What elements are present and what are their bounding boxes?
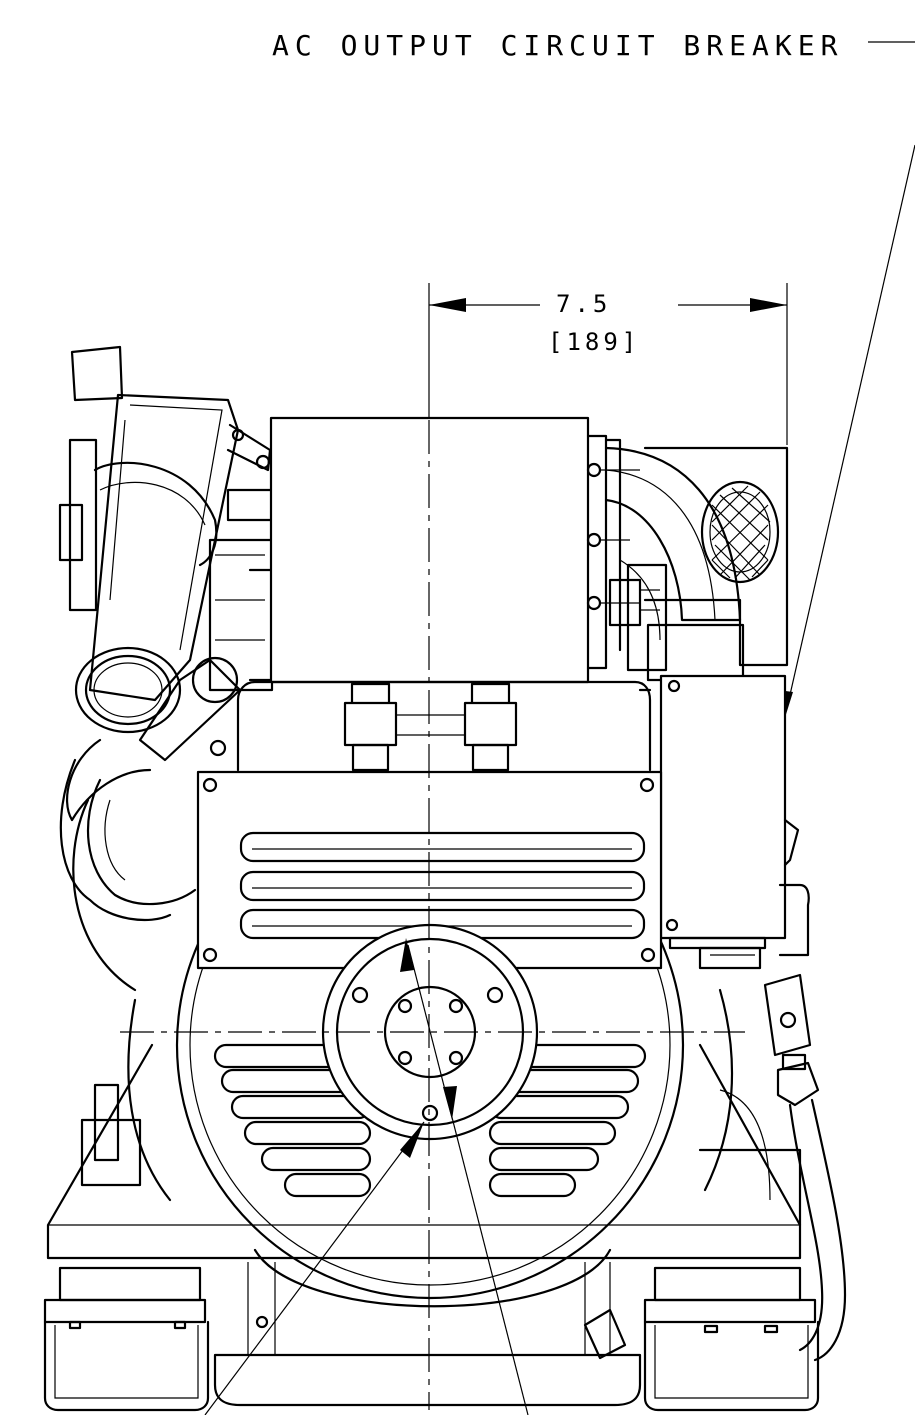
dimension-arrow-left xyxy=(429,298,466,312)
width-dimension xyxy=(428,283,788,445)
air-intake-pipe xyxy=(604,446,742,672)
dimension-value-mm: [189] xyxy=(548,328,640,356)
top-control-box xyxy=(269,416,640,684)
centerlines xyxy=(120,420,745,1410)
ac-output-circuit-breaker xyxy=(646,623,800,970)
fitting-left xyxy=(343,682,398,772)
right-hoses-and-bracket xyxy=(698,883,847,1362)
isolator-right xyxy=(643,1266,820,1412)
breaker-callout-label: AC OUTPUT CIRCUIT BREAKER xyxy=(272,29,843,62)
air-filter xyxy=(643,446,789,667)
drain-hole-leader xyxy=(204,1121,425,1415)
breaker-leader-line xyxy=(778,41,915,724)
rotation-leader-lower-right xyxy=(400,938,529,1415)
dimension-arrow-right xyxy=(750,298,787,312)
fitting-right xyxy=(463,682,518,772)
isolator-left xyxy=(43,1266,210,1412)
dimension-value-inches: 7.5 xyxy=(556,290,611,318)
mounting-base xyxy=(46,1043,802,1407)
